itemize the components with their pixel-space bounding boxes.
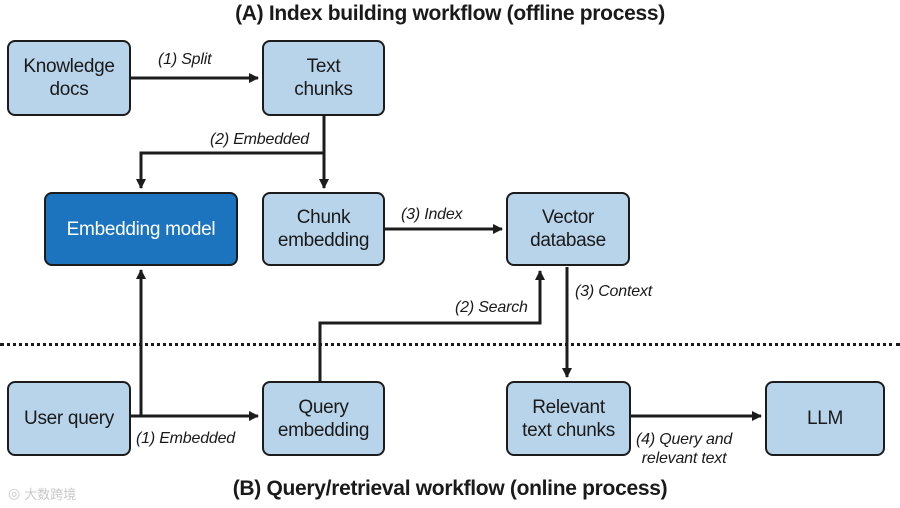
edge-label-split: (1) Split	[158, 50, 212, 69]
section-a-title: (A) Index building workflow (offline pro…	[235, 2, 665, 25]
edge-search	[318, 270, 545, 382]
watermark-logo-icon: ◎	[8, 485, 21, 501]
section-divider	[0, 343, 900, 346]
edge-label-context: (3) Context	[575, 282, 652, 301]
edge-label-embedded-a: (2) Embedded	[210, 130, 309, 149]
node-knowledge-docs: Knowledge docs	[7, 40, 131, 116]
node-query-embedding: Query embedding	[262, 381, 385, 456]
edge-label-search: (2) Search	[455, 298, 528, 317]
node-vector-database: Vector database	[506, 192, 630, 266]
node-user-query: User query	[7, 381, 131, 456]
node-chunk-embedding: Chunk embedding	[262, 192, 385, 266]
node-llm: LLM	[765, 381, 885, 456]
watermark-text: 大数跨境	[24, 487, 77, 502]
edge-label-embedded-b: (1) Embedded	[136, 429, 235, 448]
edge-embedded-a-to-model	[136, 151, 324, 189]
watermark: ◎ 大数跨境	[8, 484, 76, 503]
node-text-chunks: Text chunks	[262, 40, 385, 116]
edge-label-query-and-text: (4) Query and relevant text	[636, 430, 733, 468]
node-embedding-model: Embedding model	[44, 192, 238, 266]
section-b-title: (B) Query/retrieval workflow (online pro…	[232, 477, 668, 500]
node-relevant-text-chunks: Relevant text chunks	[506, 381, 631, 456]
edge-label-index: (3) Index	[401, 205, 463, 224]
